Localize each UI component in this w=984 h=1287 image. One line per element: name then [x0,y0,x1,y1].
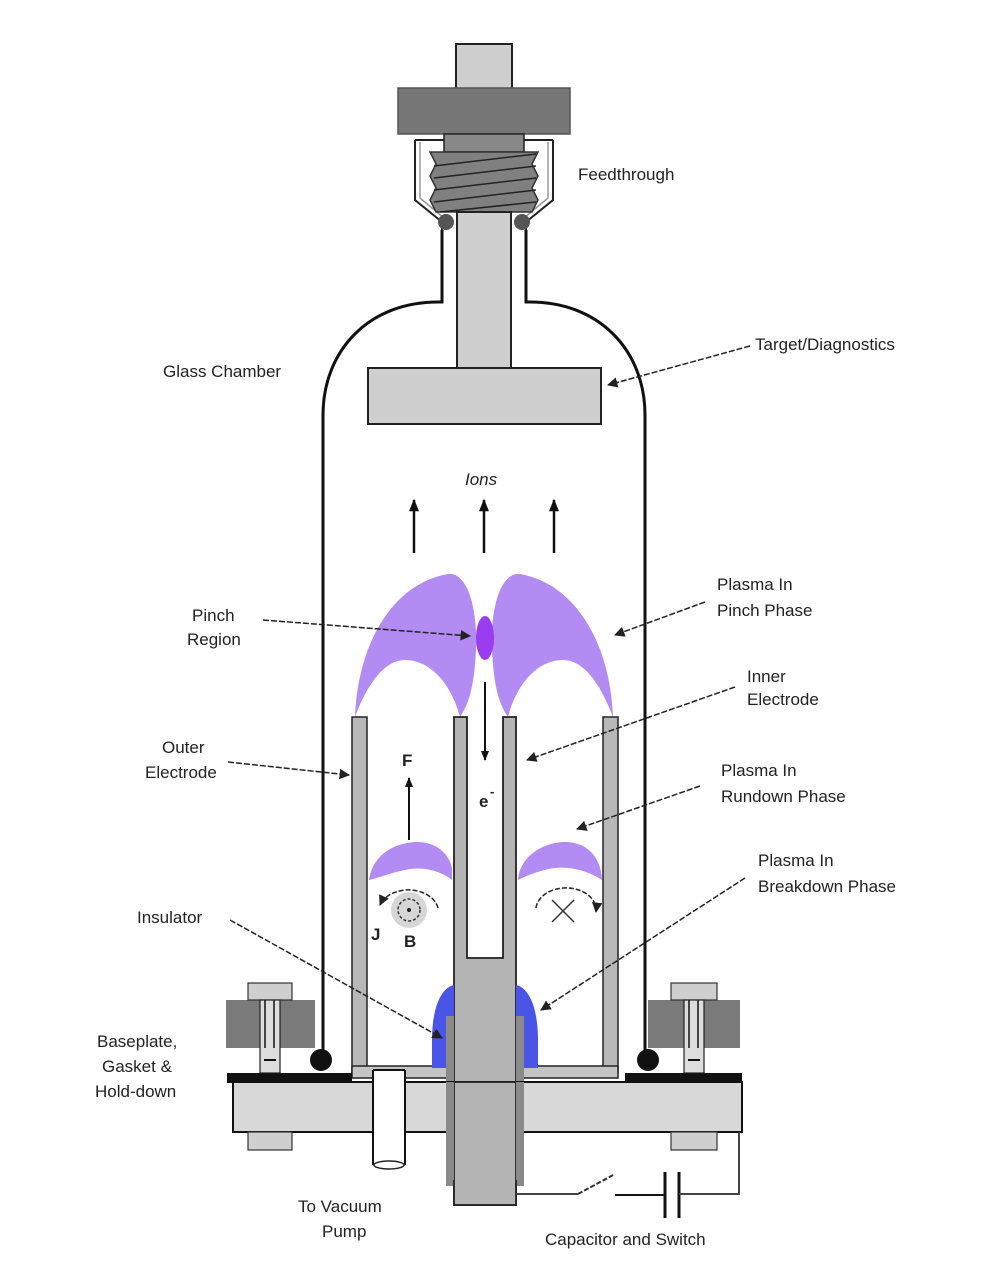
feedthrough-oring-right [514,214,530,230]
label-target-diagnostics: Target/Diagnostics [755,335,895,354]
leader-outer-electrode [227,761,351,780]
feedthrough-top-rod [455,43,513,91]
label-baseplate-line2: Gasket & [102,1057,173,1076]
plasma-pinch-right [491,573,613,717]
label-force: F [402,751,412,770]
leader-target-diagnostics [606,345,751,388]
oring-left [310,1049,332,1071]
glass-chamber [321,230,647,1065]
label-vacuum-pump-line2: Pump [322,1222,366,1241]
plasma-rundown-left [369,842,452,880]
leader-plasma-pinch [614,601,706,637]
leader-inner-electrode [526,686,736,762]
leader-plasma-breakdown [540,877,746,1011]
label-electron: e [479,792,488,811]
feedthrough-flange [397,87,571,135]
label-insulator: Insulator [137,908,203,927]
gasket-right [625,1073,742,1083]
label-capacitor-switch: Capacitor and Switch [545,1230,706,1249]
label-glass-chamber: Glass Chamber [163,362,281,381]
label-outer-electrode-line2: Electrode [145,763,217,782]
b-field-out-icon [391,892,427,928]
label-feedthrough: Feedthrough [578,165,674,184]
label-plasma-pinch-line2: Pinch Phase [717,601,812,620]
label-plasma-breakdown-line2: Breakdown Phase [758,877,896,896]
target-diagnostics-block [367,367,602,425]
center-rod [456,211,512,373]
label-vacuum-pump-line1: To Vacuum [298,1197,382,1216]
label-baseplate-line3: Hold-down [95,1082,176,1101]
b-field-in-icon [551,899,575,923]
label-baseplate-line1: Baseplate, [97,1032,177,1051]
hold-down-right [648,982,740,1151]
label-outer-electrode-line1: Outer [162,738,205,757]
circuit [516,1132,740,1218]
label-ions: Ions [465,470,498,489]
oring-right [637,1049,659,1071]
outer-electrode-right [602,716,619,1074]
feedthrough-assembly [397,43,571,373]
label-b-field: B [404,932,416,951]
current-arrow-right [535,887,603,914]
label-plasma-breakdown-line1: Plasma In [758,851,834,870]
switch-icon [577,1173,616,1195]
vacuum-pump-tube-end [373,1160,405,1170]
inner-electrode-stem [453,1081,517,1206]
label-pinch-region-line1: Pinch [192,606,235,625]
pinch-core [476,616,494,660]
label-inner-electrode-line1: Inner [747,667,786,686]
plasma-pinch-left [355,573,477,717]
current-arrow-left [379,889,439,909]
hold-down-left [226,982,315,1151]
feedthrough-neck [443,133,525,153]
label-electron-charge: - [490,784,494,799]
leader-insulator [229,919,443,1039]
feedthrough-threads [428,151,540,213]
label-plasma-rundown-line2: Rundown Phase [721,787,846,806]
leader-pinch-region [262,619,472,641]
label-plasma-pinch-line1: Plasma In [717,575,793,594]
label-inner-electrode-line2: Electrode [747,690,819,709]
plasma-rundown-right [518,842,602,880]
feedthrough-oring-left [438,214,454,230]
label-pinch-region-line2: Region [187,630,241,649]
outer-electrode-left [351,716,368,1074]
label-plasma-rundown-line1: Plasma In [721,761,797,780]
gasket-left [227,1073,352,1083]
leader-plasma-rundown [576,785,701,831]
label-current: J [371,925,380,944]
